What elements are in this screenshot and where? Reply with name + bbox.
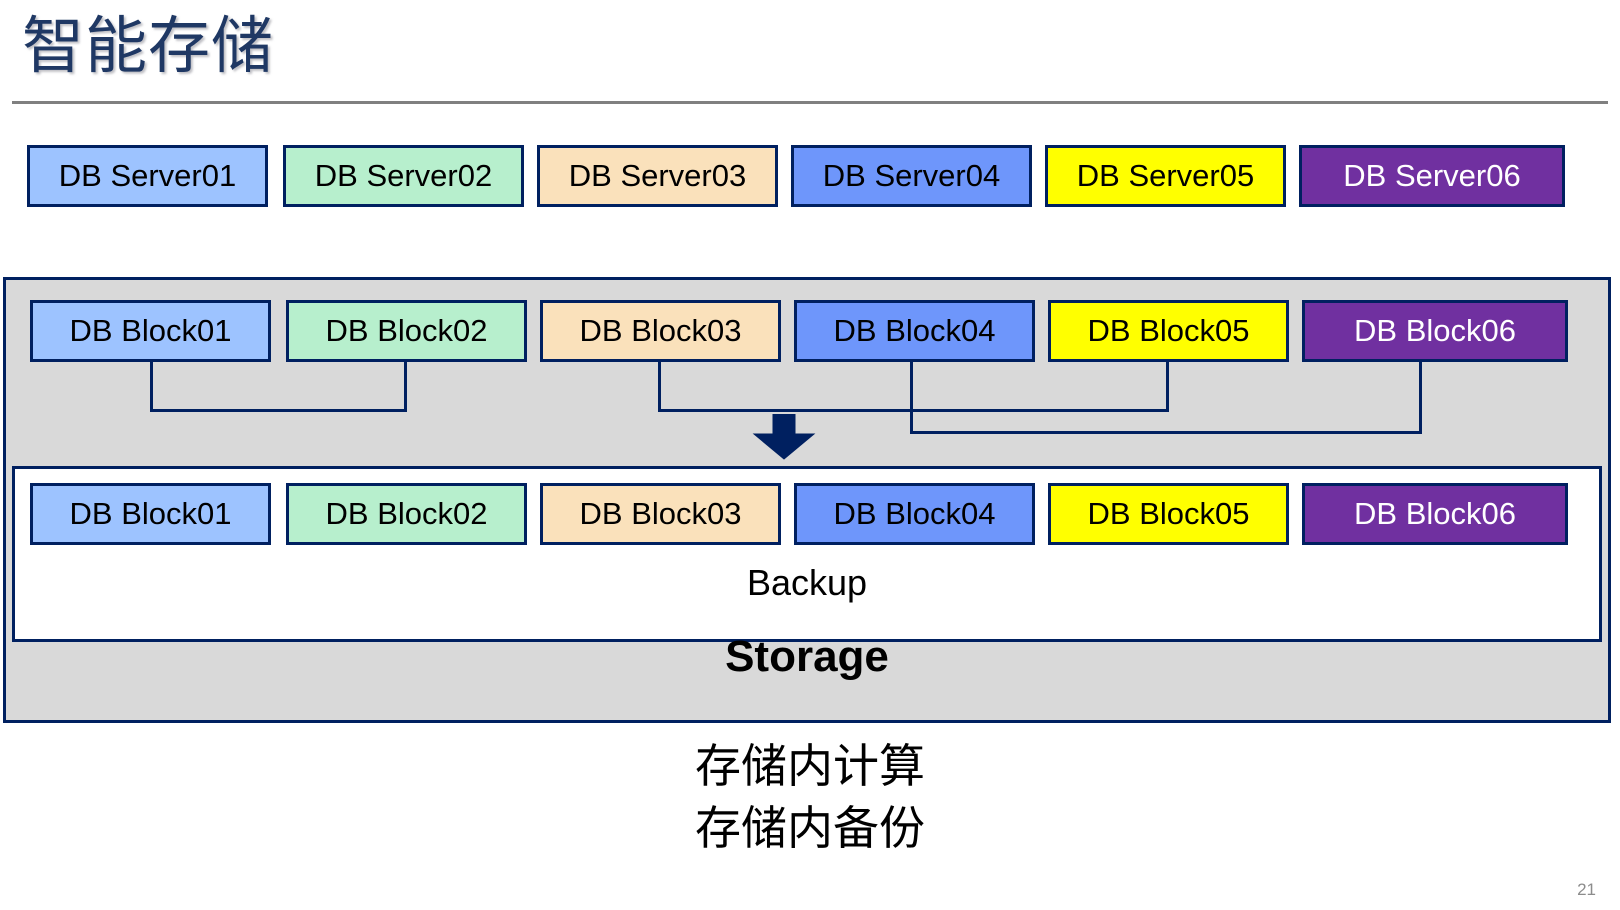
page-number: 21 bbox=[1577, 880, 1596, 899]
connector-1-right-vertical bbox=[404, 362, 407, 412]
db-block-primary-2[interactable]: DB Block02 bbox=[286, 300, 527, 362]
db-block-backup-5[interactable]: DB Block05 bbox=[1048, 483, 1289, 545]
backup-label: Backup bbox=[746, 562, 868, 603]
connector-3-left-vertical bbox=[910, 362, 913, 434]
db-block-backup-2[interactable]: DB Block02 bbox=[286, 483, 527, 545]
db-server-box-4[interactable]: DB Server04 bbox=[791, 145, 1032, 207]
connector-2-left-vertical bbox=[658, 362, 661, 412]
caption-line-2: 存储内备份 bbox=[695, 802, 925, 854]
db-server-box-5[interactable]: DB Server05 bbox=[1045, 145, 1286, 207]
connector-3-right-vertical bbox=[1419, 362, 1422, 434]
connector-2-horizontal bbox=[658, 409, 1169, 412]
db-server-box-1[interactable]: DB Server01 bbox=[27, 145, 268, 207]
connector-1-left-vertical bbox=[150, 362, 153, 412]
db-server-box-6[interactable]: DB Server06 bbox=[1299, 145, 1565, 207]
db-block-primary-5[interactable]: DB Block05 bbox=[1048, 300, 1289, 362]
connector-2-right-vertical bbox=[1166, 362, 1169, 412]
page-title: 智能存储 bbox=[22, 12, 275, 81]
db-block-backup-1[interactable]: DB Block01 bbox=[30, 483, 271, 545]
title-divider bbox=[12, 101, 1608, 104]
storage-label: Storage bbox=[725, 632, 889, 681]
db-server-box-2[interactable]: DB Server02 bbox=[283, 145, 524, 207]
db-block-primary-3[interactable]: DB Block03 bbox=[540, 300, 781, 362]
db-block-backup-6[interactable]: DB Block06 bbox=[1302, 483, 1568, 545]
db-block-backup-3[interactable]: DB Block03 bbox=[540, 483, 781, 545]
db-block-primary-4[interactable]: DB Block04 bbox=[794, 300, 1035, 362]
connector-1-horizontal bbox=[150, 409, 407, 412]
down-arrow-icon bbox=[752, 413, 816, 460]
db-block-backup-4[interactable]: DB Block04 bbox=[794, 483, 1035, 545]
connector-3-horizontal bbox=[910, 431, 1422, 434]
caption-line-1: 存储内计算 bbox=[695, 740, 925, 792]
db-block-primary-6[interactable]: DB Block06 bbox=[1302, 300, 1568, 362]
db-block-primary-1[interactable]: DB Block01 bbox=[30, 300, 271, 362]
db-server-box-3[interactable]: DB Server03 bbox=[537, 145, 778, 207]
caption-block: 存储内计算 存储内备份 bbox=[0, 735, 1620, 859]
